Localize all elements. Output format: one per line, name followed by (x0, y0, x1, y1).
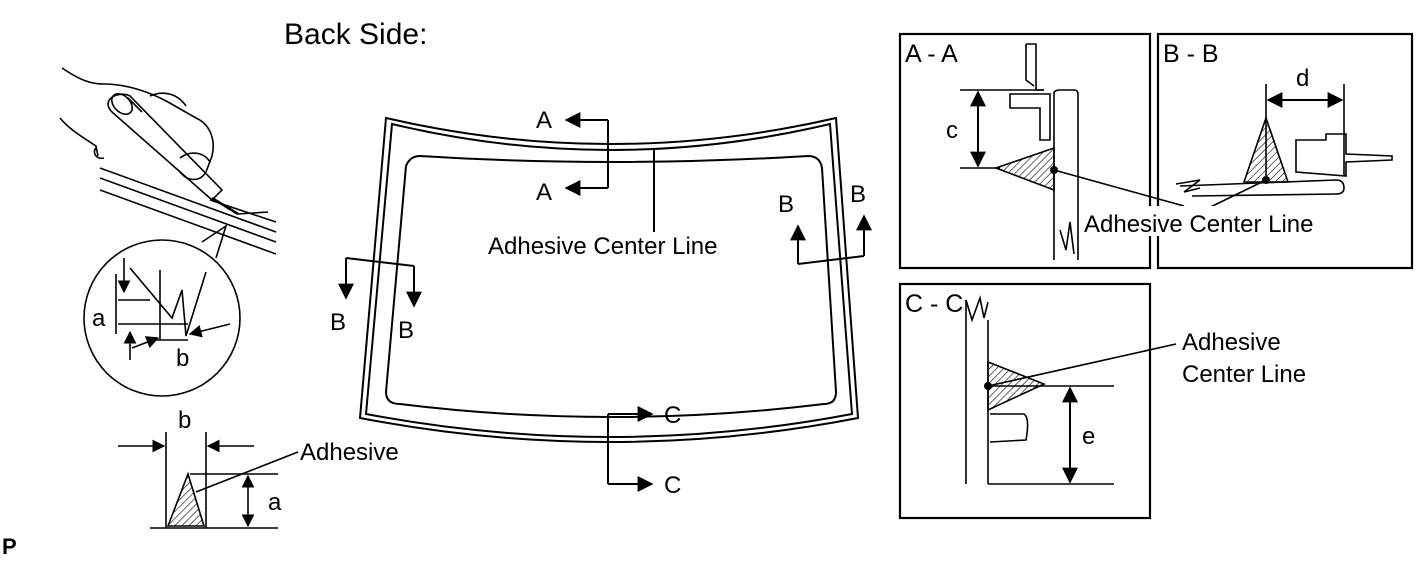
bead-cross-section (150, 432, 299, 529)
section-c-label-bottom: C (664, 472, 681, 499)
adhesive-label: Adhesive (300, 439, 399, 466)
bead-dim-a-label: a (268, 489, 282, 516)
bead-dim-b-label: b (178, 407, 191, 434)
detail-aa-title: A - A (905, 40, 958, 68)
circle-dim-a-label: a (92, 305, 106, 332)
section-b-right-label-2: B (850, 181, 866, 208)
figure-code-label: P (2, 534, 17, 558)
section-b-right-cut (797, 255, 865, 265)
detail-bb-frame (1156, 32, 1414, 270)
windshield-outline (358, 116, 860, 443)
detail-aa-drawing (960, 43, 1185, 260)
dim-b-arrow-right (188, 323, 231, 338)
section-b-left-label-2: B (398, 317, 414, 344)
detail-cc-frame (898, 282, 1152, 520)
section-b-right-label-1: B (778, 191, 794, 218)
detail-cc-adhesive-label: Adhesive (1182, 329, 1281, 356)
detail-adhesive-center-line-label: Adhesive Center Line (1084, 211, 1313, 238)
circle-dim-b-label: b (176, 345, 189, 372)
detail-aa-frame (898, 32, 1152, 270)
adhesive-center-line-label: Adhesive Center Line (488, 233, 717, 260)
detail-cc-dim-e-label: e (1082, 423, 1095, 450)
section-a-label-bottom: A (536, 179, 552, 206)
section-b-left-cut (345, 257, 415, 267)
detail-cc-center-line-label: Center Line (1182, 361, 1306, 388)
adhesive-gun-illustration (59, 67, 277, 397)
detail-bb-title: B - B (1163, 40, 1219, 68)
section-c-label-top: C (664, 402, 681, 429)
detail-cc-center-dot (984, 382, 992, 390)
detail-label-backdrop (1082, 206, 1354, 236)
detail-bb-dim-d-label: d (1296, 65, 1309, 92)
dim-b-arrow-left (131, 336, 160, 349)
detail-aa-center-dot (1050, 166, 1058, 174)
detail-cc-drawing (965, 295, 1177, 485)
back-side-title: Back Side: (284, 18, 427, 51)
detail-aa-dim-c-label: c (946, 117, 958, 144)
detail-cc-title: C - C (905, 290, 963, 318)
section-b-left-label-1: B (330, 309, 346, 336)
section-a-label-top: A (536, 107, 552, 134)
detail-bb-drawing (1175, 84, 1393, 197)
